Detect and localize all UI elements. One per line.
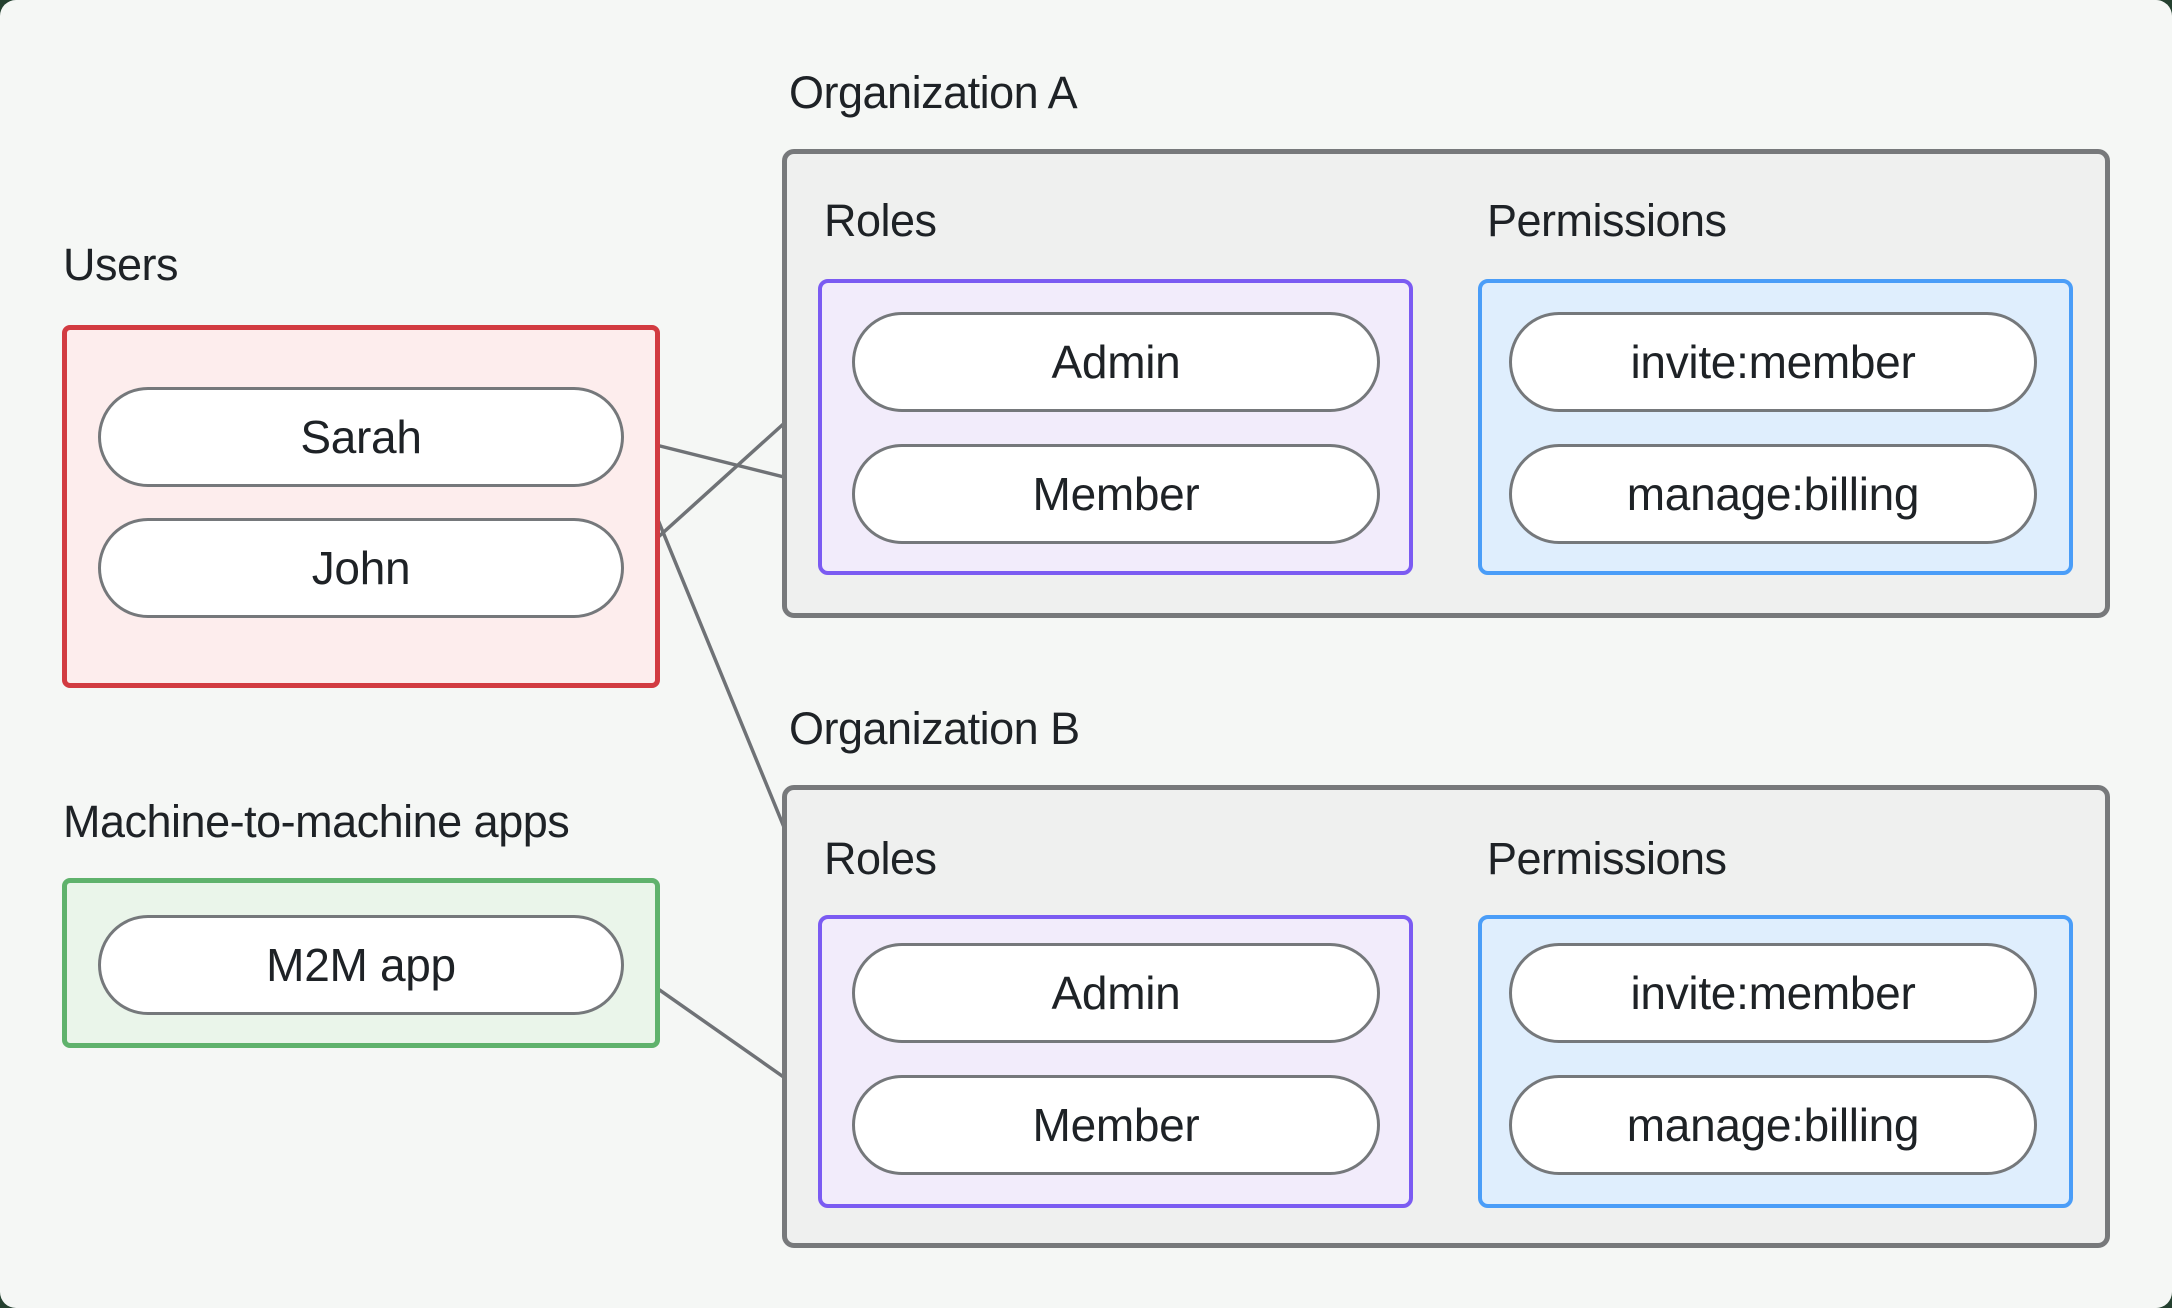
org-b-role-admin-label: Admin	[1051, 967, 1181, 1019]
m2m-group-label: Machine-to-machine apps	[63, 796, 570, 847]
org-b-perm-invite-member-label: invite:member	[1630, 967, 1916, 1019]
org-a-role-member-label: Member	[1032, 468, 1200, 520]
org-b-label: Organization B	[789, 703, 1080, 754]
org-b-perm-pill-invite-member: invite:member	[1509, 943, 2037, 1043]
org-a-permissions-label: Permissions	[1487, 195, 1727, 246]
org-a-permissions-box: invite:member manage:billing	[1478, 279, 2073, 575]
org-b-role-pill-member: Member	[852, 1075, 1380, 1175]
m2m-box: M2M app	[62, 878, 660, 1048]
m2m-pill-app: M2M app	[98, 915, 624, 1015]
user-pill-sarah-label: Sarah	[300, 411, 422, 463]
org-a-role-pill-member: Member	[852, 444, 1380, 544]
org-a-label: Organization A	[789, 67, 1078, 118]
org-b-perm-pill-manage-billing: manage:billing	[1509, 1075, 2037, 1175]
m2m-pill-app-label: M2M app	[266, 939, 456, 991]
org-a-perm-pill-invite-member: invite:member	[1509, 312, 2037, 412]
user-pill-john: John	[98, 518, 624, 618]
users-box: Sarah John	[62, 325, 660, 688]
org-a-box: Roles Permissions Admin Member invite:me…	[782, 149, 2110, 618]
org-b-roles-box: Admin Member	[818, 915, 1413, 1208]
org-a-roles-label: Roles	[824, 195, 937, 246]
user-pill-sarah: Sarah	[98, 387, 624, 487]
org-a-perm-manage-billing-label: manage:billing	[1626, 468, 1920, 520]
org-a-role-admin-label: Admin	[1051, 336, 1181, 388]
user-pill-john-label: John	[311, 542, 411, 594]
org-b-perm-manage-billing-label: manage:billing	[1626, 1099, 1920, 1151]
org-b-role-pill-admin: Admin	[852, 943, 1380, 1043]
org-a-roles-box: Admin Member	[818, 279, 1413, 575]
org-b-role-member-label: Member	[1032, 1099, 1200, 1151]
org-a-role-pill-admin: Admin	[852, 312, 1380, 412]
org-b-permissions-label: Permissions	[1487, 833, 1727, 884]
org-b-permissions-box: invite:member manage:billing	[1478, 915, 2073, 1208]
org-a-perm-invite-member-label: invite:member	[1630, 336, 1916, 388]
users-group-label: Users	[63, 239, 179, 290]
org-a-perm-pill-manage-billing: manage:billing	[1509, 444, 2037, 544]
org-b-box: Roles Permissions Admin Member invite:me…	[782, 785, 2110, 1248]
org-b-roles-label: Roles	[824, 833, 937, 884]
